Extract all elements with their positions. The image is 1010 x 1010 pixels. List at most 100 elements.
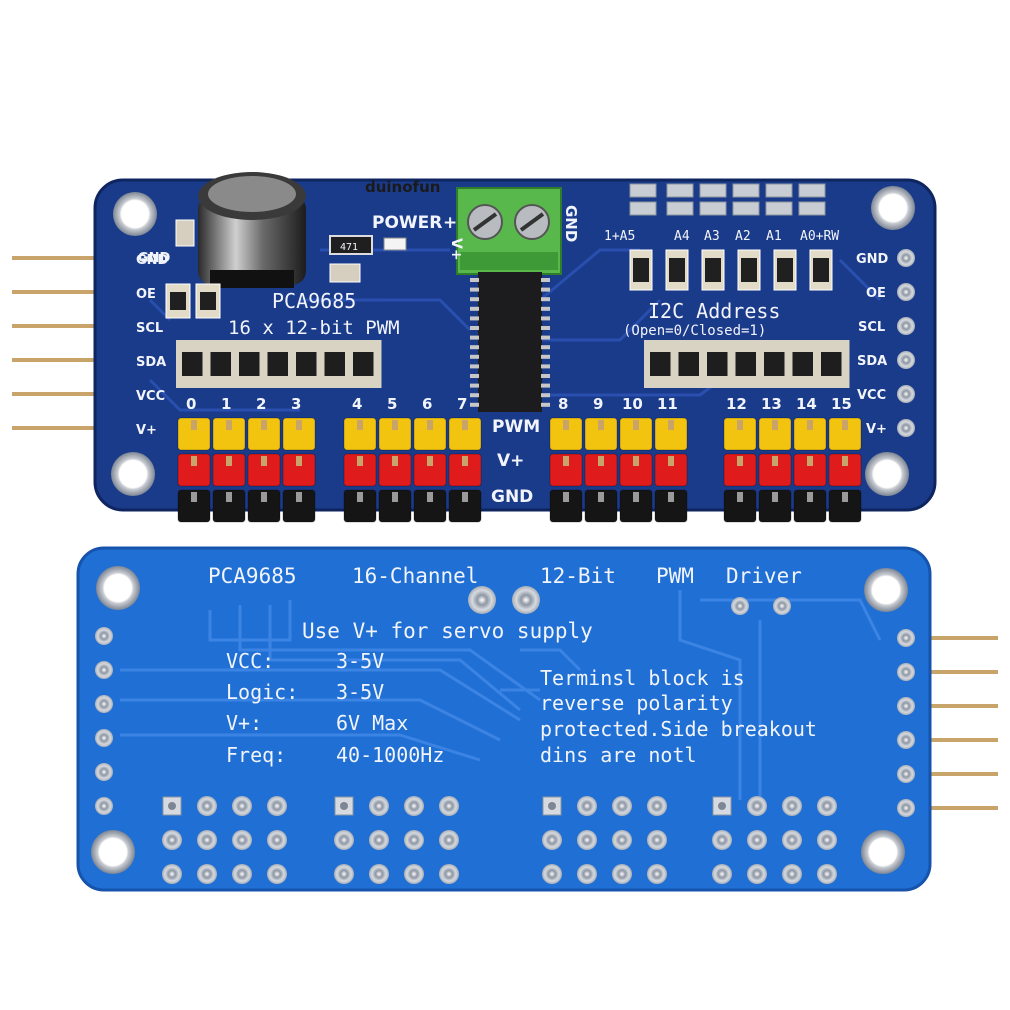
channel-number: 12: [726, 395, 747, 413]
chip-pin: [541, 287, 550, 292]
smd-resistor-471: [329, 235, 373, 255]
right-side-pads: [897, 249, 915, 437]
spec-vplus-label: V+:: [226, 711, 262, 735]
servo-header-pin: [177, 489, 211, 523]
pin-tip: [807, 492, 813, 502]
resistor-body: [296, 352, 317, 376]
pin-tip: [598, 492, 604, 502]
servo-header-pin: [549, 489, 583, 523]
servo-header-pin: [282, 453, 316, 487]
pin-tip: [226, 456, 232, 466]
spec-freq-label: Freq:: [226, 743, 286, 767]
chip-pin: [470, 402, 479, 407]
servo-header-pin: [413, 489, 447, 523]
through-hole-pad: [232, 864, 252, 884]
servo-header-pin: [247, 417, 281, 451]
pin-tip: [226, 492, 232, 502]
pin-tip: [296, 456, 302, 466]
channel-number: 2: [256, 395, 266, 413]
through-hole-pad: [817, 864, 837, 884]
servo-header-pin: [584, 453, 618, 487]
servo-header-pin: [378, 417, 412, 451]
spec-vcc-label: VCC:: [226, 649, 274, 673]
pin-tip: [842, 456, 848, 466]
resistor-body: [239, 352, 260, 376]
pin-tip: [772, 492, 778, 502]
chip-pin: [470, 326, 479, 330]
mount-hole: [113, 192, 157, 236]
chip-pin: [541, 335, 550, 340]
pad-hole: [718, 802, 726, 810]
servo-header-pin: [619, 489, 653, 523]
brand-label: duinofun: [365, 178, 440, 196]
channel-number: 1: [221, 395, 231, 413]
solder-pad: [666, 201, 694, 216]
servo-header-pin: [282, 417, 316, 451]
pin-tip: [563, 492, 569, 502]
resistor-body: [669, 258, 685, 282]
right-header-pins: [900, 636, 998, 810]
spec-vplus-value: 6V Max: [336, 711, 408, 735]
through-hole-pad: [404, 796, 424, 816]
resistor-body: [821, 352, 842, 376]
channel-number: 11: [657, 395, 678, 413]
pin-tip: [462, 456, 468, 466]
chip-pin: [470, 345, 479, 350]
servo-header-pin: [212, 489, 246, 523]
mount-hole: [96, 566, 140, 610]
pin-tip: [261, 492, 267, 502]
through-hole-pad: [95, 661, 113, 679]
channel-number: 10: [622, 395, 643, 413]
chip-pin: [470, 383, 479, 388]
pin-tip: [392, 420, 398, 430]
through-hole-pad: [95, 729, 113, 747]
chip-pin: [470, 316, 479, 321]
servo-supply-note: Use V+ for servo supply: [302, 619, 593, 643]
through-hole-pad: [712, 864, 732, 884]
servo-header-pin: [758, 453, 792, 487]
bottom-title-bits: 12-Bit: [540, 564, 616, 588]
servo-header-pin: [247, 489, 281, 523]
solder-pad: [765, 201, 793, 216]
spec-freq-value: 40-1000Hz: [336, 743, 444, 767]
pin-tip: [226, 420, 232, 430]
servo-header-pin: [549, 417, 583, 451]
resistor-body: [353, 352, 374, 376]
bottom-title-chip: PCA9685: [208, 564, 297, 588]
servo-header-pin: [343, 453, 377, 487]
chip-pin: [470, 278, 479, 282]
address-label-a0-rw: A0+RW: [800, 229, 839, 244]
chip-pin: [541, 364, 550, 369]
pin-tip: [633, 492, 639, 502]
address-label-a1: A1: [766, 229, 782, 244]
top-board: duinofun POWER + 471 GND V+ GND PCA9685 …: [12, 172, 937, 523]
channel-number: 3: [291, 395, 301, 413]
address-solder-pads: [629, 183, 826, 216]
left-pin-scl: SCL: [136, 321, 163, 336]
servo-header-pin: [828, 489, 862, 523]
channel-number: 7: [457, 395, 467, 413]
servo-header-pin: [584, 489, 618, 523]
servo-header-pin: [448, 453, 482, 487]
pin-tip: [357, 420, 363, 430]
pin-tip: [392, 456, 398, 466]
servo-header-pin: [413, 453, 447, 487]
chip-pin: [470, 364, 479, 369]
servo-header-pin: [619, 453, 653, 487]
chip-pin: [470, 374, 479, 378]
through-hole-pad: [897, 799, 915, 817]
through-hole-pad: [747, 830, 767, 850]
row-label-pwm: PWM: [492, 417, 540, 437]
left-pin-vcc: VCC: [136, 389, 165, 404]
chip-pin: [541, 326, 550, 330]
servo-header-pin: [828, 453, 862, 487]
channel-number: 0: [186, 395, 196, 413]
pin-tip: [191, 492, 197, 502]
through-hole-pad: [162, 830, 182, 850]
servo-header-pin: [343, 489, 377, 523]
resistor-body: [792, 352, 813, 376]
through-hole-pad: [542, 830, 562, 850]
resistor-body: [650, 352, 671, 376]
pin-tip: [807, 456, 813, 466]
through-hole-pad: [612, 830, 632, 850]
